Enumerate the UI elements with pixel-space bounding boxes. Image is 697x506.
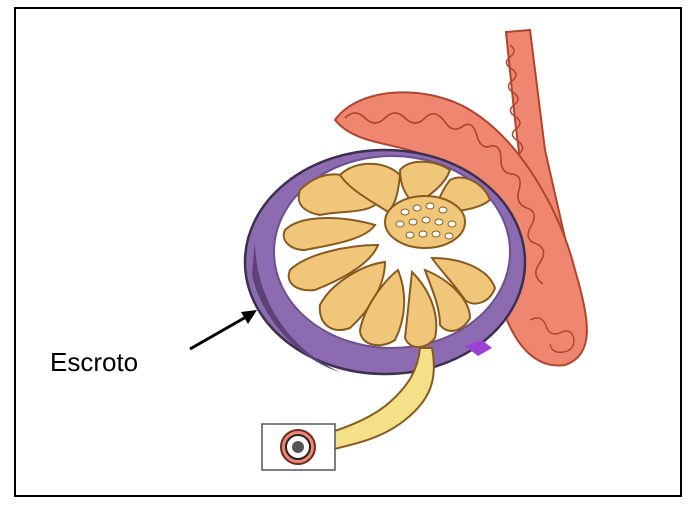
label-arrow [190, 317, 246, 349]
rete-testis [385, 196, 465, 248]
scrotum-label: Escroto [50, 349, 138, 375]
